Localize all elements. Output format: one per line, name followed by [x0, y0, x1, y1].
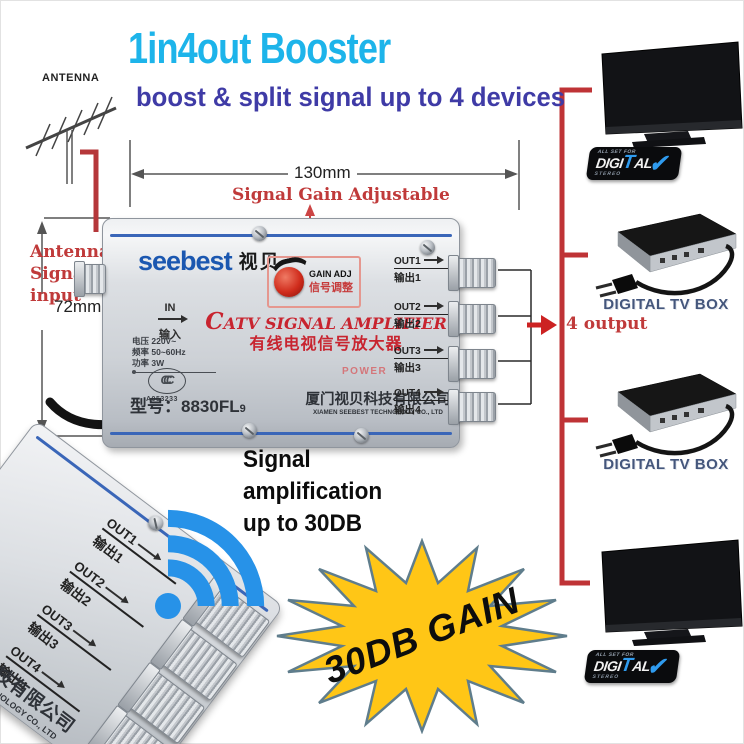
input-connector[interactable] [74, 261, 106, 297]
four-output-note: 4 output [566, 314, 648, 334]
output-connector-1[interactable] [448, 255, 496, 291]
right-arrow-icon [158, 314, 188, 323]
output-label-1: OUT1 输出1 [394, 255, 452, 285]
output-label-2: OUT2 输出2 [394, 301, 452, 331]
check-icon: ✔ [646, 653, 667, 680]
spec-frequency: 频率 50~60Hz [132, 347, 186, 357]
tv-box-1 [595, 213, 737, 298]
company-name: 厦门视贝科技有限公司 XIAMEN SEEBEST TECHNOLOGY CO.… [305, 392, 451, 416]
tv-box-2-label: DIGITAL TV BOX [603, 456, 729, 473]
antenna-icon [25, 96, 117, 184]
screw-icon [420, 240, 435, 255]
top-stripe [110, 234, 452, 237]
ccc-mark-icon: CCC [148, 368, 186, 394]
wifi-icon [155, 509, 265, 619]
digital-tv-badge: ALL SET FOR DIGITAL✔ STEREO [583, 650, 681, 683]
bottom-stripe [110, 432, 452, 435]
gain-starburst: 30DB GAIN [276, 538, 568, 734]
product-name-cn: 有线电视信号放大器 [249, 336, 403, 353]
input-label: IN 输入 [158, 302, 188, 341]
power-label: POWER [342, 366, 388, 377]
output-connector-2[interactable] [448, 301, 496, 337]
model-number: 型号：8830FL9 [130, 397, 246, 416]
output-label-4: OUT4 输出4 [394, 387, 452, 417]
tv-box-1-label: DIGITAL TV BOX [603, 296, 729, 313]
right-arrow-icon [423, 255, 444, 264]
right-arrow-icon [423, 387, 444, 396]
right-arrow-icon [72, 628, 92, 645]
width-dimension: 130mm [288, 163, 357, 183]
gain-knob[interactable] [274, 267, 304, 297]
output-connector-4[interactable] [448, 389, 496, 425]
tv-box-2 [595, 373, 737, 458]
product-name-en: CATV SIGNAL AMPLIFIER [205, 308, 447, 335]
right-arrow-icon [41, 670, 61, 686]
signal-gain-note: Signal Gain Adjustable [232, 185, 450, 205]
page-title: 1in4out Booster [128, 24, 391, 73]
cert-code: A053233 [146, 396, 178, 403]
spec-voltage: 电压 220V~ [132, 336, 177, 346]
right-arrow-icon [423, 301, 444, 310]
check-icon: ✔ [648, 150, 669, 177]
output-connector-3[interactable] [448, 346, 496, 382]
screw-icon [252, 226, 267, 241]
tv-2 [601, 539, 743, 646]
right-arrow-icon [423, 345, 444, 354]
digital-tv-badge: ALL SET FOR DIGITAL✔ STEREO [585, 147, 683, 180]
gain-adj-cn-label: 信号调整 [309, 282, 353, 294]
spec-block: 电压 220V~ 频率 50~60Hz 功率 3W [132, 336, 216, 374]
page-subtitle: boost & split signal up to 4 devices [136, 82, 565, 112]
height-dimension: 72mm [54, 297, 102, 316]
tv-1 [601, 41, 743, 148]
antenna-label: ANTENNA [42, 72, 100, 84]
gain-adjust-panel: GAIN ADJ 信号调整 [267, 256, 361, 308]
power-led [364, 354, 373, 363]
screw-icon [242, 423, 257, 438]
output-label-3: OUT3 输出3 [394, 345, 452, 375]
screw-icon [354, 428, 369, 443]
spec-power: 功率 3W [132, 358, 165, 368]
gain-adj-label: GAIN ADJ [309, 269, 352, 279]
amplification-note: Signal amplification up to 30DB [243, 446, 383, 537]
